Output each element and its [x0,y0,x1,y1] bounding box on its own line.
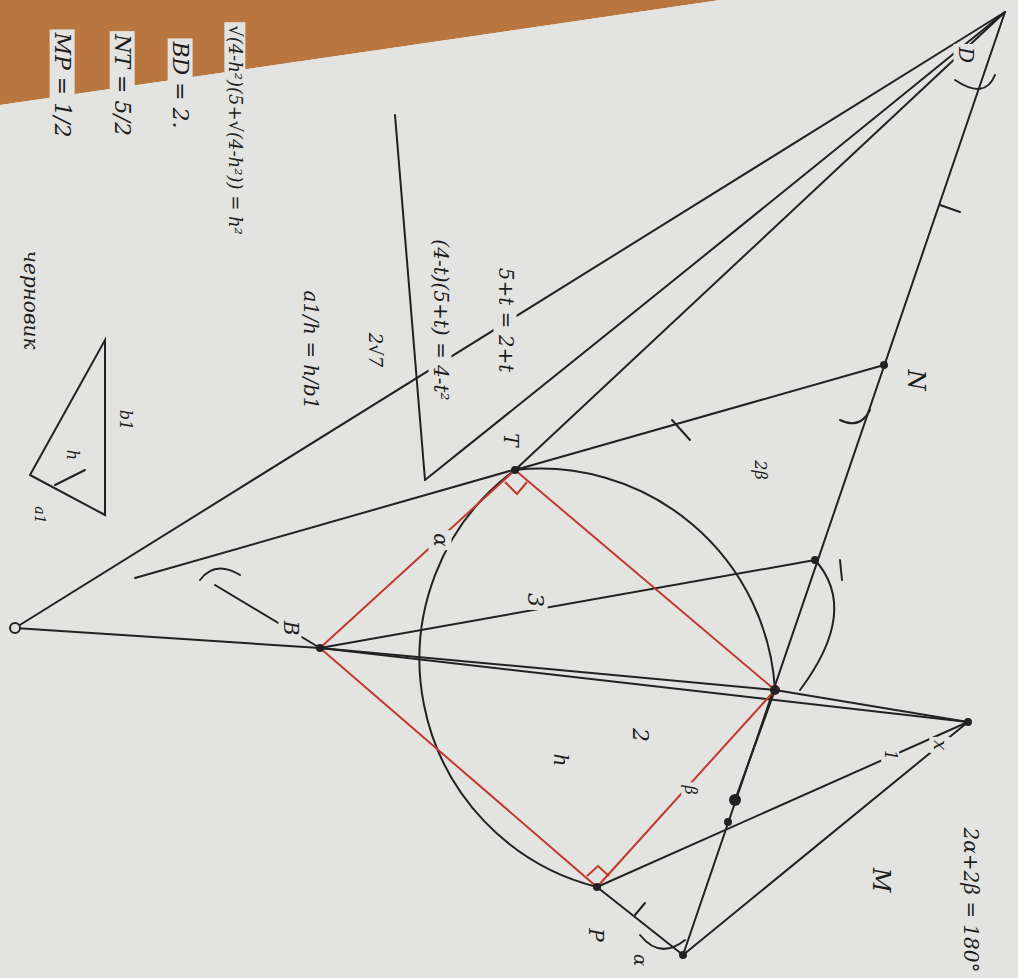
handwritten-label: D [954,44,977,66]
handwritten-label: 1 [881,747,899,763]
sketch-lines [15,12,1005,955]
handwritten-label: 2α+2β = 180° [959,825,982,976]
handwritten-label: b1 [116,407,134,433]
handwritten-label: α [429,530,452,550]
handwritten-label: черновик [19,248,42,353]
handwritten-label: BD = 2. [167,38,192,131]
points [10,361,972,959]
handwritten-label: h [63,447,81,463]
handwritten-label: 2 [627,725,652,745]
handwritten-label: (4-t)(5+t) = 4-t² [429,236,452,403]
red-rectangle [320,470,775,887]
handwritten-label: x [930,737,951,753]
handwritten-label: P [584,925,607,944]
handwritten-label: a1 [32,503,48,526]
handwritten-label: a1/h = h/b1 [299,288,322,413]
handwritten-label: NT = 5/2 [109,31,134,139]
handwritten-label: 2√7 [365,330,386,370]
handwritten-label: √(4-h²)(5+√(4-h²)) = h² [225,22,246,238]
handwritten-label: β [681,782,699,797]
handwritten-label: N [901,367,929,394]
handwritten-label: MP = 1/2 [49,29,74,140]
handwritten-label: 5+t = 2+t [494,265,517,376]
handwritten-label: α [630,951,651,969]
handwritten-label: T [499,430,522,449]
handwritten-label: 2β [751,457,769,482]
handwritten-label: 3 [522,590,547,610]
handwritten-label: M [866,865,894,896]
handwritten-label: h [549,751,572,770]
handwritten-label: B [279,618,302,639]
